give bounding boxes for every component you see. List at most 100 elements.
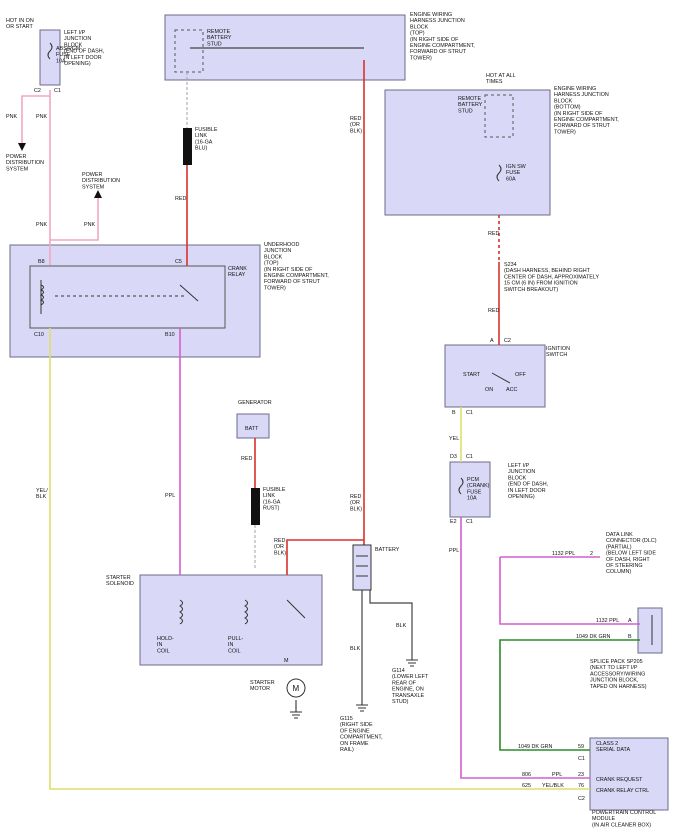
label-pin-23: 23 (578, 772, 584, 778)
label-pin-b8: B8 (38, 259, 45, 265)
pcm-crank-fuse-icon (458, 477, 464, 495)
wire-label-pnk-1: PNK (6, 114, 17, 120)
wire-label-625-color: YEL/BLK (542, 783, 564, 789)
starter-motor-glyph: M (293, 684, 300, 693)
solenoid-switch-icon (286, 599, 306, 619)
crank-relay-coil-icon (39, 280, 44, 314)
wire-label-625: 625 (522, 783, 531, 789)
label-pin-d3: D3 (450, 454, 457, 460)
label-acc: ACC (506, 387, 517, 393)
ground-g114-icon (406, 659, 418, 667)
abs-pcm-fuse-icon (47, 42, 53, 60)
label-pin-59: 59 (578, 744, 584, 750)
wire-pnk-to-power-dist-1 (21, 90, 51, 143)
ignition-switch-box (444, 344, 546, 408)
label-batt: BATT (245, 426, 259, 432)
label-pin-76: 76 (578, 783, 584, 789)
splice-pack-sp205 (637, 607, 663, 654)
crank-relay-switch-icon (179, 284, 199, 302)
wire-label-blk-1: BLK (396, 623, 407, 629)
wire-label-ppl-1: PPL (165, 493, 175, 499)
label-off: OFF (515, 372, 526, 378)
battery-icon (352, 544, 372, 591)
label-pin-a-sp: A (628, 618, 632, 624)
wire-ppl-dlc-to-splice (499, 557, 640, 625)
label-pin-c1: C1 (54, 88, 61, 94)
hold-in-coil-icon (179, 599, 183, 625)
label-pin-c10: C10 (34, 332, 44, 338)
label-pin-c2-ign: C2 (504, 338, 511, 344)
wire-pnk-power-dist-2 (50, 198, 99, 241)
label-battery: BATTERY (375, 547, 400, 553)
wire-label-806: 806 (522, 772, 531, 778)
label-on: ON (485, 387, 493, 393)
wire-label-yel-blk: YEL/BLK (36, 488, 48, 500)
left-ip-junction-block-top (39, 29, 61, 86)
underhood-junction-block (9, 244, 261, 358)
label-pin-b-ign: B (452, 410, 456, 416)
starter-solenoid (139, 574, 323, 666)
wire-label-1132b: 1132 PPL (596, 618, 619, 624)
wire-label-yel: YEL (449, 436, 459, 442)
wire-label-1049b: 1049 DK GRN (518, 744, 553, 750)
label-pin-e2: E2 (450, 519, 457, 525)
label-pin-b-sp: B (628, 634, 632, 640)
ignition-switch-lever-icon (491, 372, 511, 384)
wire-label-pnk-2: PNK (36, 114, 47, 120)
wire-label-red-2: RED (488, 231, 499, 237)
wire-label-1049a: 1049 DK GRN (576, 634, 611, 640)
fusible-link-2-icon (251, 488, 260, 525)
wire-label-1132a: 1132 PPL (552, 551, 575, 557)
wire-red-battery-to-solenoid (286, 539, 364, 575)
label-pin-c2: C2 (34, 88, 41, 94)
wire-label-806-color: PPL (552, 772, 562, 778)
label-pin-c5: C5 (175, 259, 182, 265)
label-pin-c2-pcm: C2 (578, 796, 585, 802)
pull-in-coil-icon (244, 599, 248, 625)
remote-battery-stud-2-frame (484, 94, 514, 138)
wire-label-blk-2: BLK (350, 646, 361, 652)
wire-blk-battery-to-g114 (369, 590, 413, 660)
wire-label-red-1: RED (175, 196, 186, 202)
wire-label-pnk-4: PNK (84, 222, 95, 228)
wire-ppl-fuse-to-pcm (460, 517, 590, 779)
label-pin-c1-b: C1 (466, 454, 473, 460)
starter-motor-icon (286, 678, 306, 698)
crank-relay (29, 265, 226, 329)
label-pin-c1-ign: C1 (466, 410, 473, 416)
generator-batt-box (236, 413, 270, 439)
label-pin-b10: B10 (165, 332, 175, 338)
label-start: START (463, 372, 481, 378)
